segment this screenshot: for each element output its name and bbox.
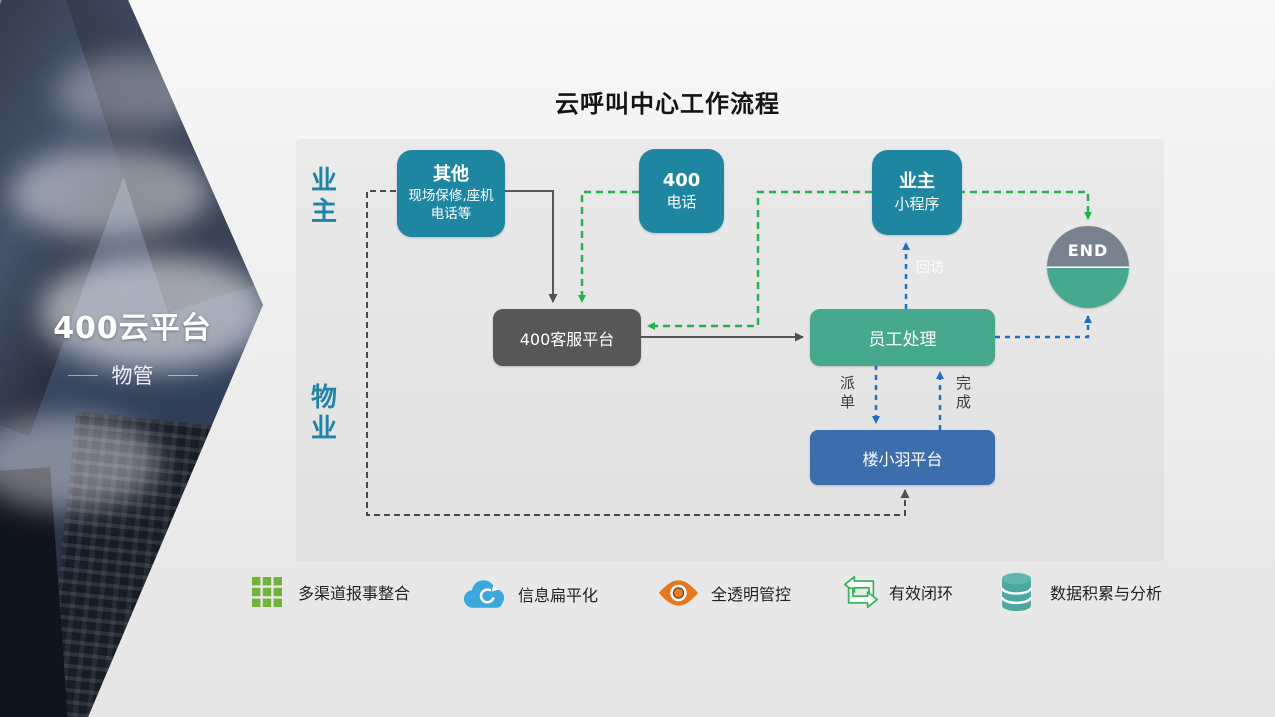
database-icon (1000, 572, 1033, 612)
cloud-sync-icon (463, 580, 505, 608)
node-title: 400客服平台 (519, 329, 615, 349)
arrow-staff-to-end (995, 315, 1092, 339)
node-owner-miniprogram: 业主 小程序 (872, 150, 962, 235)
node-louxiaoyu-platform: 楼小羽平台 (810, 430, 995, 485)
feature-label: 信息扁平化 (518, 586, 599, 605)
grid-icon (252, 577, 282, 607)
node-title: 400 (662, 169, 701, 191)
sidebar-title: 400云平台 (53, 311, 212, 346)
node-title: 业主 (899, 171, 935, 193)
arrow-phone400-to-service (578, 190, 639, 303)
feature-label: 多渠道报事整合 (298, 584, 411, 603)
node-other-channels: 其他 现场保修,座机电话等 (397, 150, 505, 237)
node-subtitle: 现场保修,座机电话等 (408, 187, 494, 222)
node-subtitle: 电话 (666, 193, 697, 212)
node-title: 其他 (433, 164, 469, 186)
node-staff-handling: 员工处理 (810, 309, 995, 366)
cloud-shape (40, 255, 263, 370)
feature-data-analysis: 数据积累与分析 (1000, 572, 1162, 612)
lane-label-owner: 业主 (310, 166, 337, 227)
edge-label-complete: 完成 (956, 374, 972, 411)
arrow-other-to-louxiaoyu-loop (366, 190, 910, 516)
cloud-shape (0, 415, 160, 510)
feature-flat-info: 信息扁平化 (459, 576, 598, 612)
lane-label-property: 物业 (310, 383, 337, 444)
feature-label: 全透明管控 (711, 585, 792, 604)
cloud-shape (10, 148, 210, 238)
feature-multichannel: 多渠道报事整合 (252, 577, 410, 607)
feature-label: 数据积累与分析 (1050, 584, 1163, 603)
node-end: END (1047, 226, 1129, 308)
node-title: 员工处理 (868, 330, 937, 350)
eye-icon (658, 580, 699, 606)
node-title: 楼小羽平台 (862, 449, 943, 469)
node-400-service-platform: 400客服平台 (493, 309, 641, 366)
page-title: 云呼叫中心工作流程 (555, 90, 780, 118)
node-400-phone: 400 电话 (639, 149, 724, 233)
divider (67, 374, 98, 376)
feature-closed-loop: 有效闭环 (842, 572, 953, 612)
sidebar-subtitle: 物管 (111, 364, 154, 388)
sidebar-subtitle-row: 物管 (0, 360, 263, 390)
node-subtitle: 小程序 (894, 194, 940, 213)
arrow-miniprogram-to-end (958, 190, 1092, 220)
edge-label-dispatch: 派单 (840, 374, 856, 411)
cycle-icon (843, 575, 879, 609)
divider (167, 374, 198, 376)
arrow-other-to-service (505, 190, 558, 303)
arrow-miniprogram-to-service (647, 190, 872, 330)
edge-label-followup: 回访 (916, 260, 944, 276)
feature-transparent-control: 全透明管控 (657, 578, 791, 608)
node-title: END (1067, 241, 1109, 260)
feature-label: 有效闭环 (889, 584, 954, 603)
